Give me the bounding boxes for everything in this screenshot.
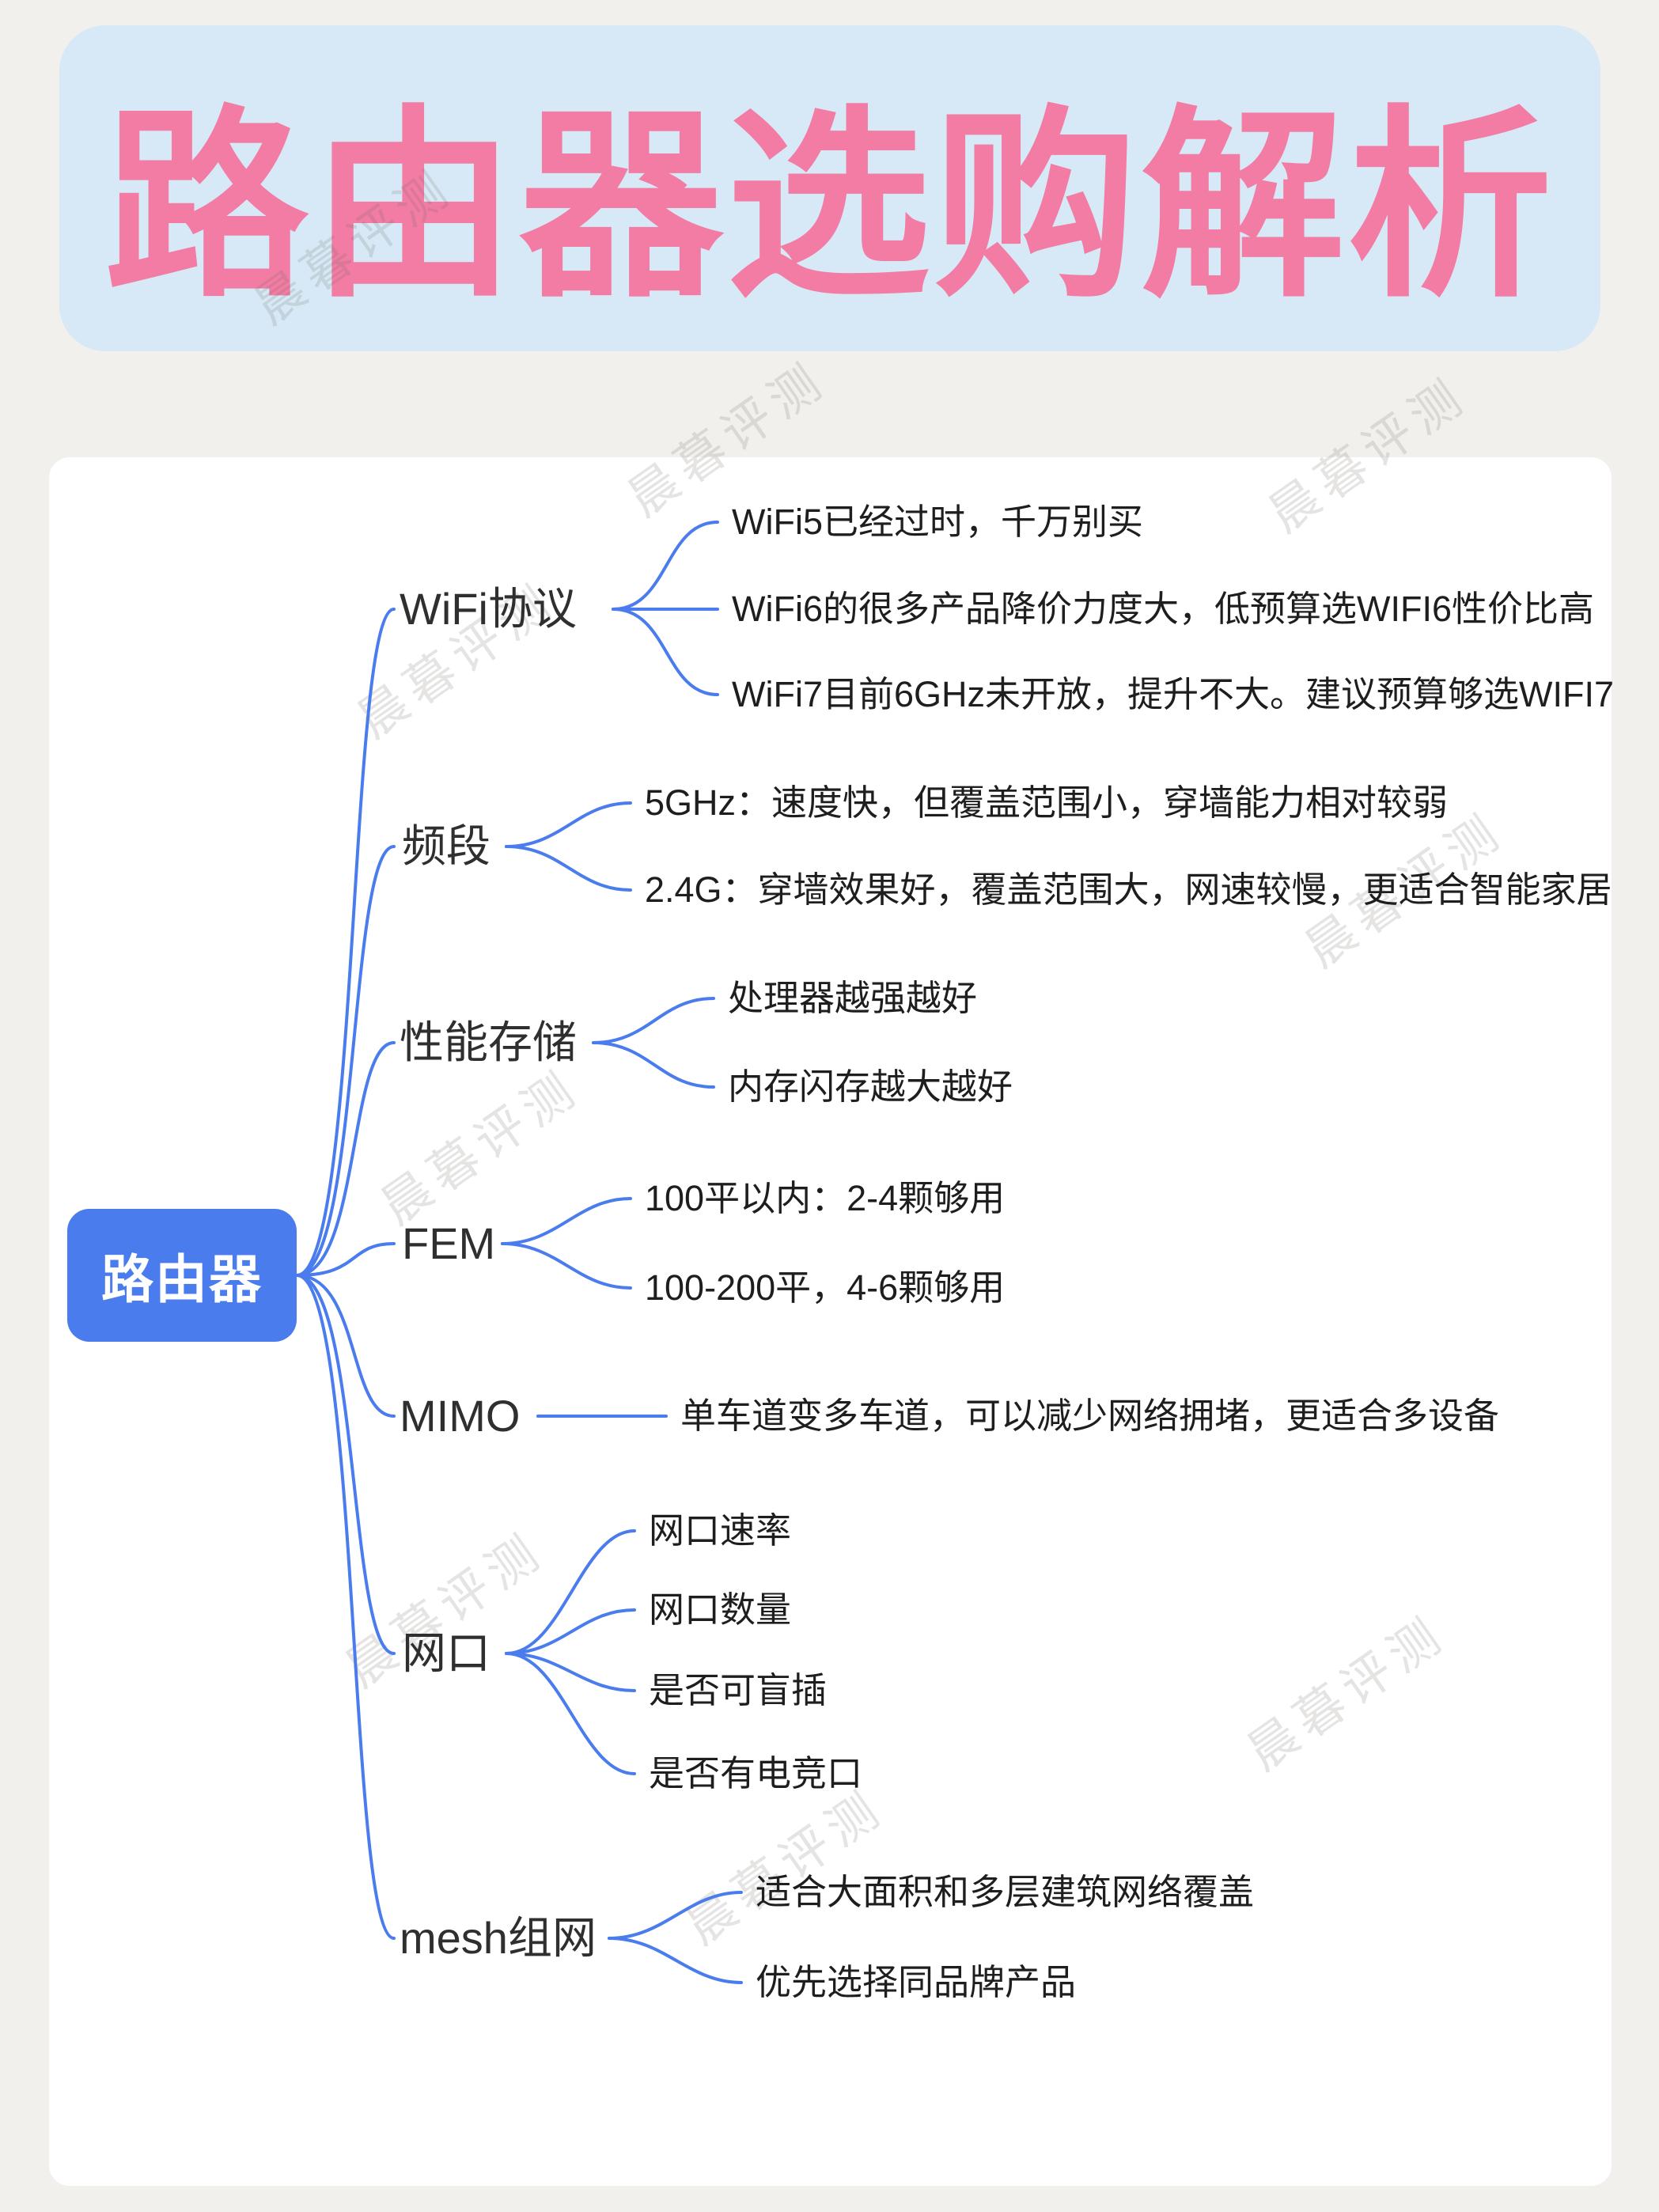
connector-port-0 <box>505 1529 636 1655</box>
leaf-wifi7: WiFi7目前6GHz未开放，提升不大。建议预算够选WIFI7 <box>732 674 1615 714</box>
connector-port-3 <box>505 1652 636 1775</box>
branch-fem: FEM <box>402 1218 496 1268</box>
connector-mesh-1 <box>608 1937 743 1984</box>
leaf-mesh-coverage: 适合大面积和多层建筑网络覆盖 <box>756 1872 1255 1912</box>
connector-root-mimo <box>295 1274 396 1418</box>
leaf-cpu: 处理器越强越好 <box>728 978 978 1018</box>
connector-perf-1 <box>592 1041 715 1089</box>
leaf-wifi6: WiFi6的很多产品降价力度大，低预算选WIFI6性价比高 <box>732 589 1594 629</box>
leaf-port-speed: 网口速率 <box>649 1510 792 1551</box>
connector-root-port <box>295 1274 396 1655</box>
connector-wifi-0 <box>612 521 719 611</box>
branch-network-port: 网口 <box>402 1628 491 1678</box>
leaf-blind-plug: 是否可盲插 <box>649 1670 828 1710</box>
title-banner: 路由器选购解析 <box>59 25 1600 351</box>
leaf-5ghz: 5GHz：速度快，但覆盖范围小，穿墙能力相对较弱 <box>645 782 1449 823</box>
leaf-mimo-lanes: 单车道变多车道，可以减少网络拥堵，更适合多设备 <box>680 1396 1500 1436</box>
leaf-port-count: 网口数量 <box>649 1589 792 1630</box>
connector-band-1 <box>505 845 632 892</box>
branch-mesh-networking: mesh组网 <box>400 1913 597 1963</box>
mindmap-card <box>49 457 1612 2186</box>
connector-root-perf <box>295 1041 396 1277</box>
connector-band-0 <box>505 801 632 848</box>
connector-port-2 <box>505 1652 636 1692</box>
leaf-fem-100: 100平以内：2-4颗够用 <box>645 1178 1006 1218</box>
connector-port-1 <box>505 1608 636 1655</box>
branch-performance-storage: 性能存储 <box>400 1017 577 1067</box>
connector-perf-0 <box>592 997 715 1044</box>
connector-root-fem <box>295 1242 396 1277</box>
connector-fem-1 <box>501 1242 632 1290</box>
connector-root-wifi <box>295 608 396 1277</box>
connector-fem-0 <box>501 1197 632 1245</box>
branch-mimo: MIMO <box>400 1391 521 1441</box>
connector-wifi-2 <box>612 608 719 696</box>
branch-wifi-protocol: WiFi协议 <box>400 584 577 634</box>
root-node-router: 路由器 <box>67 1209 297 1342</box>
connector-root-mesh <box>295 1274 396 1940</box>
leaf-wifi5: WiFi5已经过时，千万别买 <box>732 502 1143 542</box>
connector-root-band <box>295 845 396 1277</box>
connector-mesh-0 <box>608 1891 743 1940</box>
leaf-mesh-brand: 优先选择同品牌产品 <box>756 1962 1077 2002</box>
leaf-2-4g: 2.4G：穿墙效果好，覆盖范围大，网速较慢，更适合智能家居 <box>645 869 1612 910</box>
poster-title: 路由器选购解析 <box>104 91 1555 320</box>
leaf-gaming-port: 是否有电竞口 <box>649 1753 863 1793</box>
leaf-fem-100-200: 100-200平，4-6颗够用 <box>645 1267 1006 1308</box>
branch-frequency-band: 频段 <box>402 821 491 871</box>
leaf-memory: 内存闪存越大越好 <box>728 1066 1013 1107</box>
